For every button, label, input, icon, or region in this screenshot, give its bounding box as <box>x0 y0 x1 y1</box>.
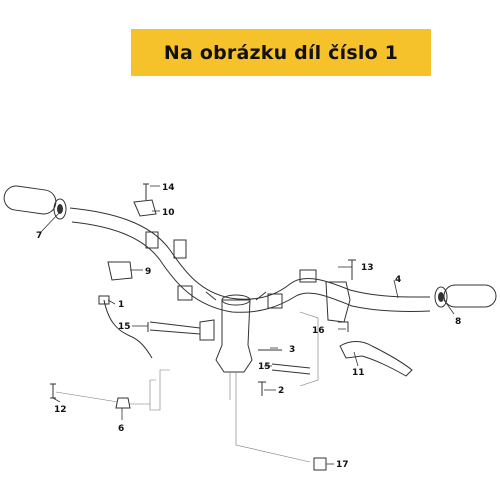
part-15-bolt-right <box>271 363 311 375</box>
part-13-bolt <box>348 259 356 280</box>
lever-bracket <box>325 281 351 323</box>
title-banner: Na obrázku díl číslo 1 <box>131 29 431 76</box>
left-grip <box>3 185 67 220</box>
bracket-top-right <box>299 269 317 283</box>
bracket-right <box>267 293 283 309</box>
assembly-leader-right <box>299 311 319 387</box>
callout-16: 16 <box>312 326 325 336</box>
callout-13: 13 <box>361 263 374 273</box>
right-grip <box>434 284 497 308</box>
callout-7: 7 <box>36 231 42 241</box>
callout-6: 6 <box>118 424 124 434</box>
center-clamp <box>199 291 267 373</box>
part-15-bolt-left <box>147 321 201 335</box>
callout-lines <box>39 185 455 465</box>
part-1-cable <box>103 299 153 359</box>
bracket-left <box>145 231 159 249</box>
part-10-clip <box>133 199 157 217</box>
part-1-clip <box>98 295 110 305</box>
assembly-leader-center <box>229 372 311 463</box>
callout-2: 2 <box>278 386 284 396</box>
handlebar-tube <box>69 207 431 313</box>
callout-12: 12 <box>54 405 67 415</box>
part-12-bolt <box>50 383 56 399</box>
callout-3: 3 <box>289 345 295 355</box>
bracket-top <box>173 239 187 259</box>
part-6-nut <box>115 397 131 409</box>
part-14-bolt <box>143 183 149 200</box>
part-16 <box>338 321 349 332</box>
callout-14: 14 <box>162 183 175 193</box>
part-17-cap <box>313 457 327 471</box>
callout-17: 17 <box>336 460 349 470</box>
callout-10: 10 <box>162 208 175 218</box>
callout-1: 1 <box>118 300 124 310</box>
callout-15-left: 15 <box>118 322 131 332</box>
banner-text: Na obrázku díl číslo 1 <box>163 41 399 64</box>
callout-8: 8 <box>455 317 461 327</box>
callout-4: 4 <box>395 275 401 285</box>
assembly-leader-left <box>55 369 170 411</box>
callout-11: 11 <box>352 368 365 378</box>
part-2 <box>258 381 266 396</box>
callout-15-right: 15 <box>258 362 271 372</box>
brake-lever <box>339 341 413 377</box>
bracket-mid <box>177 285 193 301</box>
callout-9: 9 <box>145 267 151 277</box>
part-9-bracket <box>107 261 133 281</box>
